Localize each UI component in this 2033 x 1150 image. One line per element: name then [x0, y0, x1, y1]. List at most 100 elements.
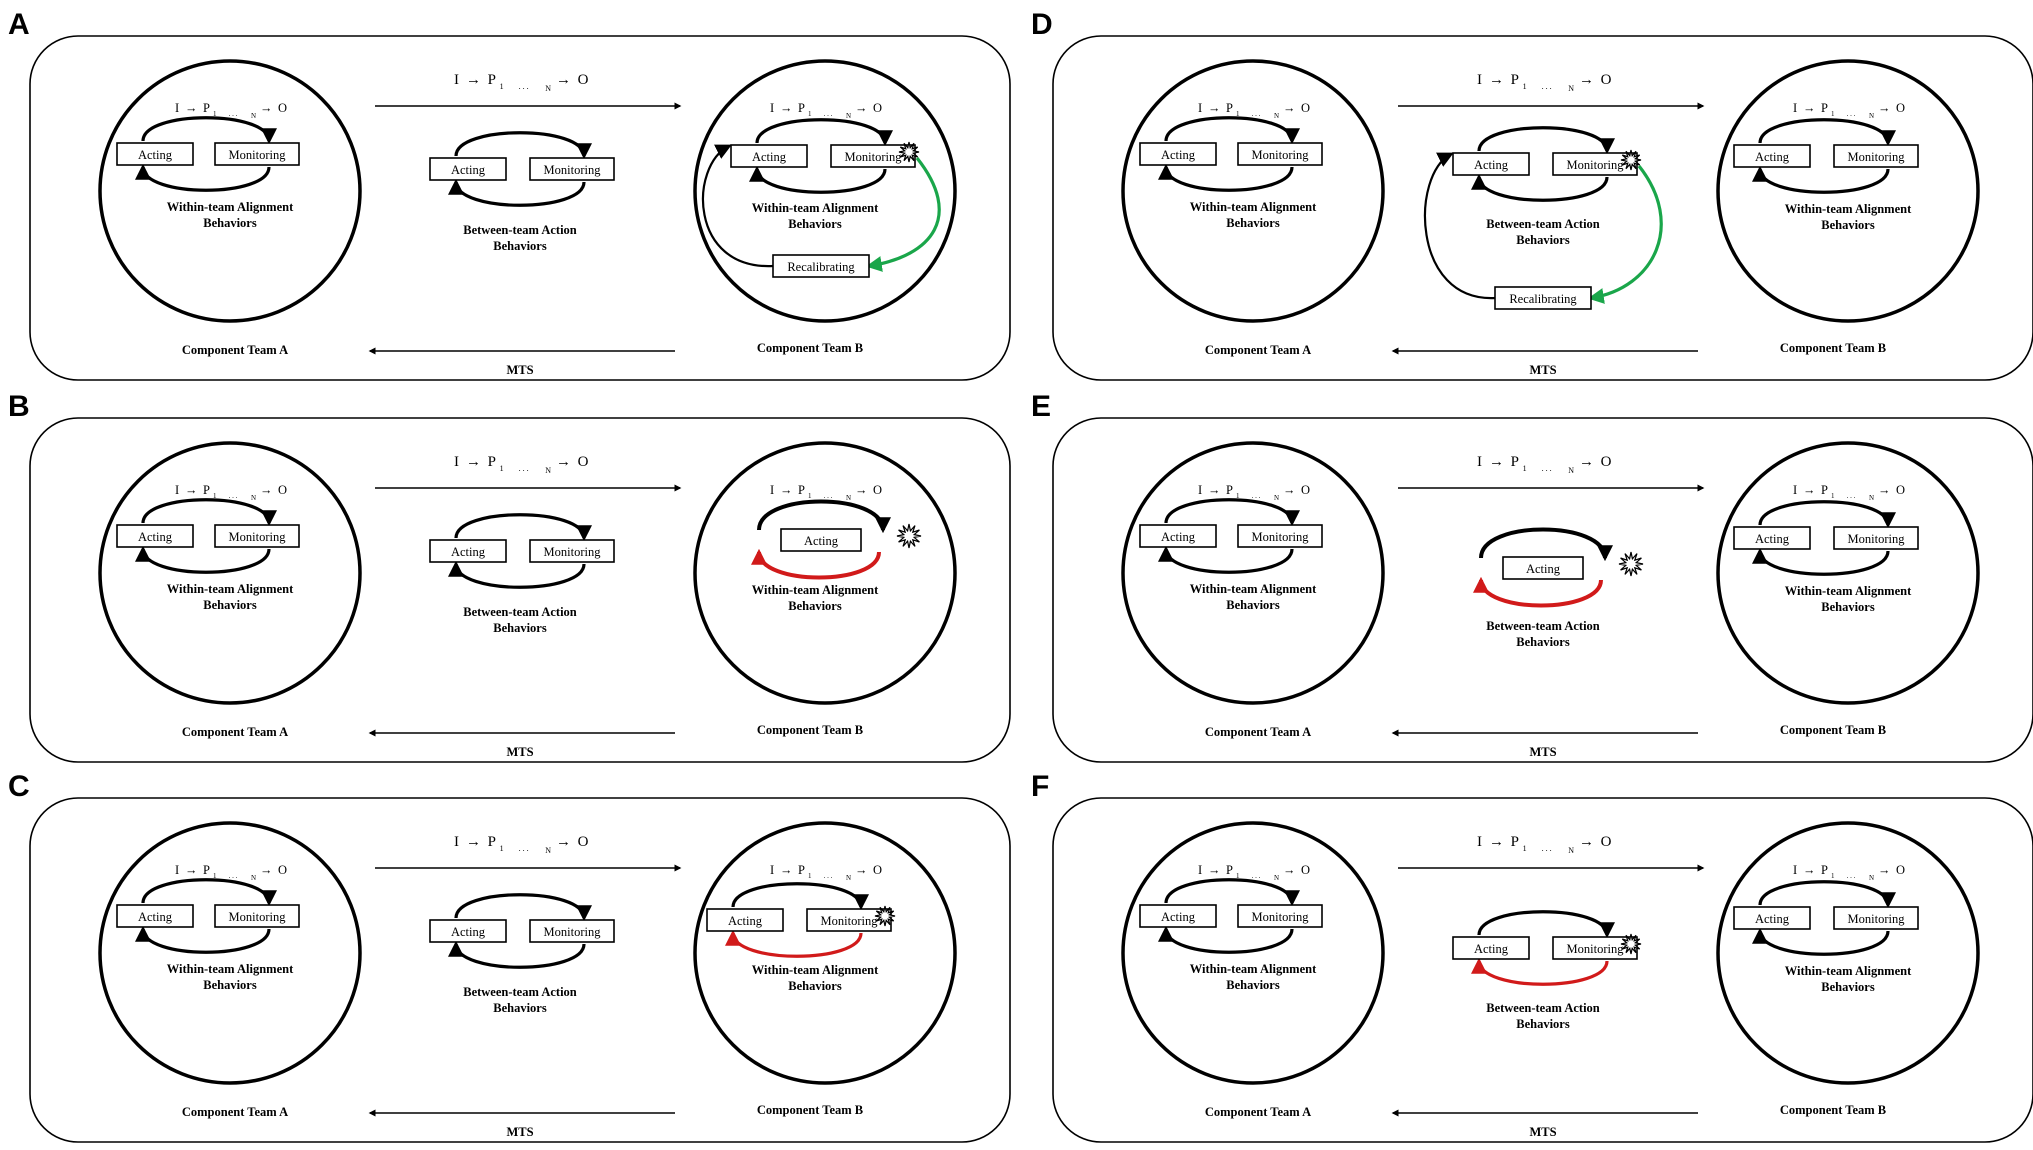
mts-formula-output: O [578, 834, 589, 850]
mts-formula-dots: . . . [1542, 82, 1552, 91]
team-a-formula-process: P [1226, 863, 1233, 877]
team-b-formula-arrow-2: → [1878, 101, 1891, 115]
team-a-loop-monitoring: Monitoring [214, 524, 300, 548]
mts-formula-process: P [1511, 72, 1519, 88]
team-a-loop-bottom-arrow [1158, 925, 1294, 954]
team-b-loop-top-arrow [1758, 500, 1896, 529]
team-b-loop-monitoring-box [1833, 144, 1919, 168]
team-b-loop-burst-icon [898, 141, 920, 163]
team-b-within-line1: Within-team Alignment [1785, 584, 1912, 598]
team-a-loop: Acting Monitoring [116, 116, 300, 192]
team-a-loop-acting-label: Acting [138, 148, 173, 162]
mts-formula-dots: . . . [519, 844, 529, 853]
mts-label: MTS [506, 745, 533, 759]
team-b-formula-dots: . . . [1847, 872, 1856, 880]
team-b-formula-sub-1: 1 [1831, 492, 1835, 500]
team-b-within-line1: Within-team Alignment [752, 583, 879, 597]
team-a-loop: Acting Monitoring [1139, 498, 1323, 574]
between-loop-acting: Acting [429, 539, 507, 563]
team-b-loop-recalibrating-label: Recalibrating [787, 260, 855, 274]
team-a-loop-monitoring-box [1237, 142, 1323, 166]
team-a-formula-process: P [203, 483, 210, 497]
team-a-within-line2: Behaviors [1226, 978, 1280, 992]
team-a-formula-arrow-2: → [260, 101, 273, 115]
between-line2: Behaviors [1516, 233, 1570, 247]
team-a-label: Component Team A [1205, 1105, 1311, 1119]
team-a-loop-acting: Acting [1139, 524, 1217, 548]
team-b-within-line2: Behaviors [788, 217, 842, 231]
team-a-formula-sub-n: N [251, 874, 256, 882]
team-a-loop-monitoring: Monitoring [1237, 524, 1323, 548]
team-b-loop-acting-label: Acting [804, 534, 839, 548]
team-a-loop-monitoring-label: Monitoring [229, 910, 287, 924]
team-b-loop-acting-box [1733, 144, 1811, 168]
team-b-loop-monitoring: Monitoring [830, 144, 916, 168]
between-loop-acting-label: Acting [1474, 158, 1509, 172]
team-b-loop-top-arrow [757, 499, 891, 534]
team-b-formula-arrow-1: → [780, 101, 793, 115]
mts-formula-process: P [488, 834, 496, 850]
team-b-formula-sub-n: N [846, 874, 851, 882]
team-a-loop-monitoring: Monitoring [214, 142, 300, 166]
team-b-loop-monitoring-label: Monitoring [1848, 150, 1906, 164]
mts-formula-sub-1: 1 [500, 82, 504, 91]
between-loop-monitoring: Monitoring [529, 157, 615, 181]
team-b-formula-output: O [1896, 101, 1905, 115]
team-b-within-line2: Behaviors [1821, 980, 1875, 994]
team-b-within-line2: Behaviors [1821, 218, 1875, 232]
mts-formula-output: O [1601, 454, 1612, 470]
team-b-formula-arrow-2: → [855, 483, 868, 497]
between-loop-monitoring-box [529, 539, 615, 563]
team-a-formula-sub-1: 1 [213, 110, 217, 118]
between-loop-monitoring-label: Monitoring [1567, 158, 1625, 172]
team-b-formula-sub-n: N [1869, 112, 1874, 120]
team-a-formula-sub-1: 1 [1236, 110, 1240, 118]
team-a-formula-output: O [1301, 483, 1310, 497]
team-b-loop-monitoring-box [1833, 906, 1919, 930]
team-a-formula-arrow-1: → [185, 101, 198, 115]
team-b-formula-sub-1: 1 [808, 492, 812, 500]
between-line2: Behaviors [493, 1001, 547, 1015]
team-b-formula-arrow-2: → [855, 863, 868, 877]
team-a-loop-acting-label: Acting [1161, 910, 1196, 924]
mts-formula-arrow-1: → [1489, 72, 1504, 88]
team-b-within-line1: Within-team Alignment [1785, 964, 1912, 978]
mts-formula-output: O [1601, 834, 1612, 850]
team-a-within-line1: Within-team Alignment [167, 200, 294, 214]
team-b-loop-monitoring-label: Monitoring [845, 150, 903, 164]
between-line2: Behaviors [493, 239, 547, 253]
team-a-loop-top-arrow [1164, 878, 1300, 907]
team-b-formula-arrow-1: → [1803, 101, 1816, 115]
between-loop-top-arrow [454, 893, 592, 922]
panel-letter-e: E [1031, 390, 1051, 423]
team-b-formula-dots: . . . [824, 492, 833, 500]
team-a-label: Component Team A [182, 725, 288, 739]
team-b-loop-bottom-arrow [725, 929, 863, 958]
team-a-loop-acting-box [1139, 524, 1217, 548]
team-b-within-line1: Within-team Alignment [752, 201, 879, 215]
team-b-loop-acting: Acting [730, 144, 808, 168]
between-loop-burst-icon [1620, 933, 1642, 955]
between-loop-acting-box [429, 539, 507, 563]
team-b-formula-sub-n: N [1869, 874, 1874, 882]
team-a-circle [1121, 821, 1385, 1085]
team-a-loop-monitoring-label: Monitoring [1252, 148, 1310, 162]
team-b-formula-input: I [1793, 483, 1797, 497]
team-a-loop-acting-label: Acting [1161, 148, 1196, 162]
team-a-formula-input: I [175, 101, 179, 115]
team-a-formula-dots: . . . [229, 492, 238, 500]
team-a-circle [98, 441, 362, 705]
mts-formula-dots: . . . [1542, 844, 1552, 853]
panel-letter-d: D [1031, 8, 1053, 41]
between-loop-bottom-arrow [1473, 576, 1603, 608]
team-a-loop-top-arrow [141, 498, 277, 527]
team-b-formula-dots: . . . [1847, 110, 1856, 118]
mts-formula-arrow-1: → [1489, 454, 1504, 470]
team-a-within-line2: Behaviors [203, 978, 257, 992]
mts-formula-input: I [1477, 72, 1482, 88]
